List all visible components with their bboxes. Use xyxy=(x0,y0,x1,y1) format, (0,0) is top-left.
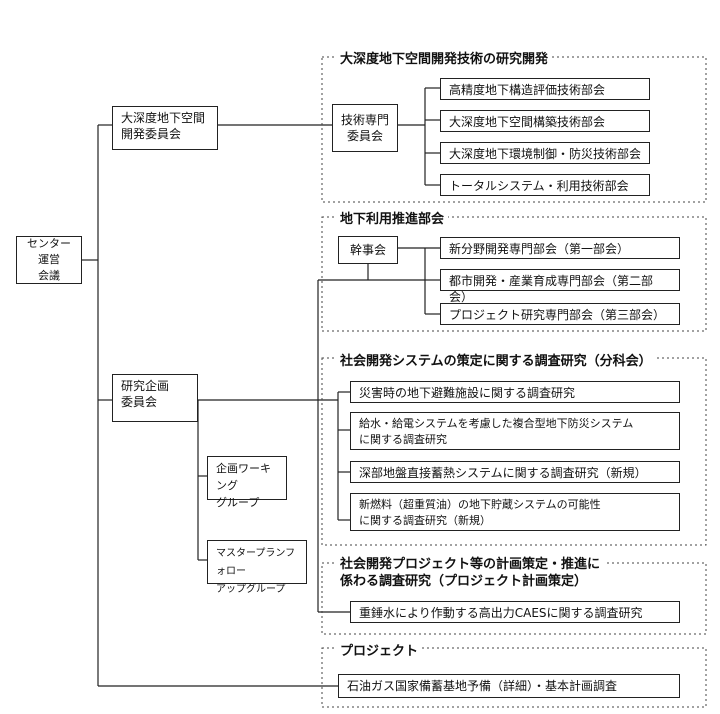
g2-item: プロジェクト研究専門部会（第三部会） xyxy=(440,303,680,325)
g1-sub-box: 技術専門 委員会 xyxy=(332,104,398,152)
g1-item-label: 大深度地下空間構築技術部会 xyxy=(449,115,606,129)
g1-item: トータルシステム・利用技術部会 xyxy=(440,174,650,196)
g4-item: 重錘水により作動する高出力CAESに関する調査研究 xyxy=(350,601,680,623)
g3-item: 新燃料（超重質油）の地下貯蔵システムの可能性 に関する調査研究（新規） xyxy=(350,493,680,531)
g5-title: プロジェクト xyxy=(336,640,423,659)
g1-item-label: 高精度地下構造評価技術部会 xyxy=(449,83,606,97)
planning-working-group-box: 企画ワーキング グループ xyxy=(207,456,287,509)
g3-item: 給水・給電システムを考慮した複合型地下防災システム に関する調査研究 xyxy=(350,412,680,450)
g3-item-label: 給水・給電システムを考慮した複合型地下防災システム に関する調査研究 xyxy=(359,417,634,446)
g3-item-label: 深部地盤直接蓄熱システムに関する調査研究（新規） xyxy=(359,466,647,480)
daishindo-committee-label: 大深度地下空間 開発委員会 xyxy=(121,111,206,141)
kenkyu-committee-label: 研究企画 委員会 xyxy=(121,379,170,409)
g4-title: 社会開発プロジェクト等の計画策定・推進に 係わる調査研究（プロジェクト計画策定） xyxy=(336,556,605,590)
g1-item: 高精度地下構造評価技術部会 xyxy=(440,78,650,100)
g3-item-label: 新燃料（超重質油）の地下貯蔵システムの可能性 に関する調査研究（新規） xyxy=(359,498,601,527)
g1-item: 大深度地下環境制御・防災技術部会 xyxy=(440,142,650,164)
g2-item-label: プロジェクト研究専門部会（第三部会） xyxy=(449,308,666,322)
g5-item: 石油ガス国家備蓄基地予備（詳細）・基本計画調査 xyxy=(338,674,680,698)
g1-item: 大深度地下空間構築技術部会 xyxy=(440,110,650,132)
g1-item-label: トータルシステム・利用技術部会 xyxy=(449,179,629,193)
daishindo-committee-box: 大深度地下空間 開発委員会 xyxy=(112,106,218,150)
g2-item-label: 都市開発・産業育成専門部会（第二部会） xyxy=(449,274,654,304)
g4-item-label: 重錘水により作動する高出力CAESに関する調査研究 xyxy=(359,606,643,620)
planning-working-group-label: 企画ワーキング グループ xyxy=(216,462,271,509)
g5-item-label: 石油ガス国家備蓄基地予備（詳細）・基本計画調査 xyxy=(347,679,618,693)
g2-sub-box: 幹事会 xyxy=(338,236,398,264)
g3-item: 深部地盤直接蓄熱システムに関する調査研究（新規） xyxy=(350,461,680,483)
g2-sub-label: 幹事会 xyxy=(349,243,386,257)
g3-item: 災害時の地下避難施設に関する調査研究 xyxy=(350,381,680,403)
masterplan-group-label: マスタープランフォロー アップグループ xyxy=(216,548,296,595)
g2-title: 地下利用推進部会 xyxy=(336,208,449,227)
g2-item-label: 新分野開発専門部会（第一部会） xyxy=(449,242,630,256)
g3-item-label: 災害時の地下避難施設に関する調査研究 xyxy=(359,386,576,400)
g2-item: 新分野開発専門部会（第一部会） xyxy=(440,237,680,259)
kenkyu-committee-box: 研究企画 委員会 xyxy=(112,374,198,422)
g2-item: 都市開発・産業育成専門部会（第二部会） xyxy=(440,269,680,304)
g1-item-label: 大深度地下環境制御・防災技術部会 xyxy=(449,147,642,161)
root-box: センター運営 会議 xyxy=(16,236,82,284)
g3-title: 社会開発システムの策定に関する調査研究（分科会） xyxy=(336,350,656,369)
masterplan-group-box: マスタープランフォロー アップグループ xyxy=(207,540,307,595)
g1-title: 大深度地下空間開発技術の研究開発 xyxy=(336,48,553,67)
root-label: センター運営 会議 xyxy=(27,237,71,282)
g1-sub-label: 技術専門 委員会 xyxy=(341,113,390,143)
